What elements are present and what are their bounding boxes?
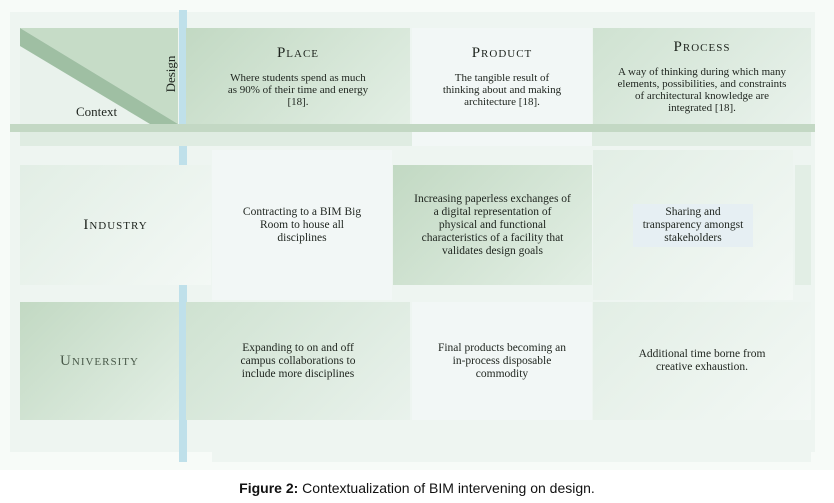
cell-text: Increasing paperless exchanges of a digi… (414, 192, 571, 257)
cell-text: Sharing and transparency amongst stakeho… (633, 203, 753, 247)
row-title: University (60, 352, 139, 369)
row-title: Industry (83, 216, 148, 233)
cell-university-process: Additional time borne from creative exha… (593, 302, 811, 420)
cell-industry-product: Increasing paperless exchanges of a digi… (393, 165, 592, 285)
column-title: Process (673, 38, 731, 55)
column-description: Where students spend as much as 90% of t… (227, 71, 369, 108)
row-header-university: University (20, 302, 179, 420)
row-header-industry: Industry (20, 165, 211, 285)
corner-header: Design Context (20, 28, 178, 124)
cell-text: Contracting to a BIM Big Room to house a… (242, 205, 362, 244)
caption-label: Figure 2: (239, 480, 299, 496)
cell-text: Additional time borne from creative exha… (638, 348, 766, 373)
bottom-band (212, 422, 811, 462)
column-description: The tangible result of thinking about an… (442, 71, 562, 108)
cell-text: Expanding to on and off campus collabora… (240, 341, 356, 380)
figure-caption: Figure 2: Contextualization of BIM inter… (0, 480, 834, 496)
cell-industry-place: Contracting to a BIM Big Room to house a… (212, 150, 392, 300)
horizontal-divider (10, 124, 815, 132)
column-header-process: Process A way of thinking during which m… (593, 28, 811, 124)
figure-canvas: Design Context Place Where students spen… (10, 10, 815, 462)
industry-right-edge (795, 165, 811, 285)
cell-text: Final products becoming an in-process di… (437, 341, 567, 380)
design-label: Design (163, 55, 178, 93)
caption-text: Contextualization of BIM intervening on … (298, 480, 595, 496)
cell-university-product: Final products becoming an in-process di… (412, 302, 592, 420)
column-header-place: Place Where students spend as much as 90… (186, 28, 410, 124)
column-title: Product (471, 44, 533, 61)
column-description: A way of thinking during which many elem… (617, 65, 787, 114)
header-underband-gap (412, 132, 592, 146)
cell-university-place: Expanding to on and off campus collabora… (186, 302, 410, 420)
column-title: Place (276, 44, 320, 61)
cell-industry-process: Sharing and transparency amongst stakeho… (593, 150, 793, 300)
corner-diagonal (20, 28, 178, 124)
column-header-product: Product The tangible result of thinking … (412, 28, 592, 124)
context-label: Context (76, 104, 118, 119)
